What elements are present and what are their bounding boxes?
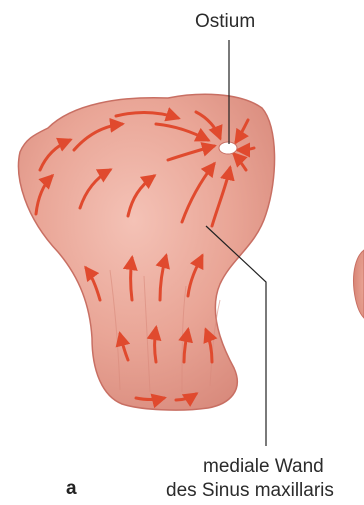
flow-arrow	[131, 258, 133, 300]
flow-arrow	[155, 328, 157, 362]
medial-wall-label-line1: mediale Wand	[203, 457, 324, 476]
flow-arrow	[136, 398, 164, 400]
ostium-opening	[219, 142, 237, 154]
medial-wall-label-line2: des Sinus maxillaris	[166, 481, 334, 500]
panel-label: a	[66, 479, 77, 498]
adjacent-structure	[353, 250, 364, 318]
ostium-label: Ostium	[195, 12, 255, 31]
